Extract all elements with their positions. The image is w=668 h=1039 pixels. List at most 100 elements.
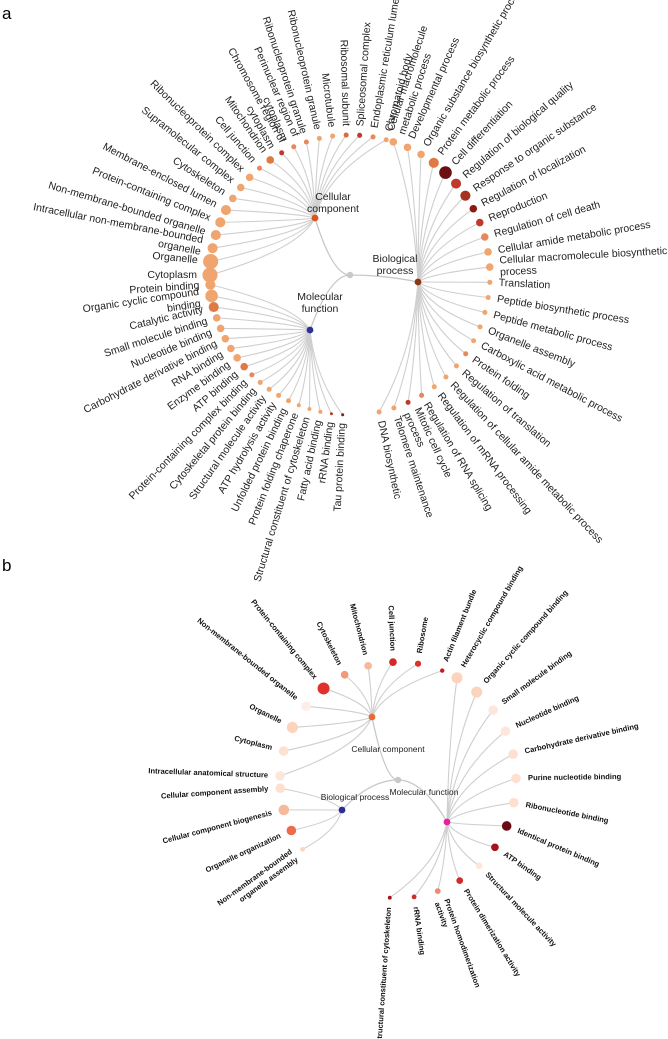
leaf-edge [269, 159, 316, 219]
leaf-node-atp-binding [491, 843, 499, 852]
leaf-node-peptide-metabolic-process [482, 309, 488, 315]
leaf-label-line: Translation [498, 277, 550, 292]
leaf-edge [417, 281, 481, 328]
leaf-node-mitotic-cell-cycle-process [405, 399, 411, 405]
leaf-node-carboxylic-acid-metabolic-process [471, 338, 477, 344]
leaf-edge [232, 197, 316, 219]
category-label-molecular-function: Molecular function [390, 787, 459, 797]
leaf-node-unfolded-protein-binding [285, 398, 292, 404]
leaf-node-structural-constituent-of-cytoskeleton [387, 895, 392, 900]
leaf-edge [417, 281, 489, 299]
category-label-line: Molecular [297, 291, 343, 303]
leaf-node-rrna-binding [411, 894, 417, 900]
leaf-edge [210, 284, 311, 331]
category-label-biological-process: Biological process [321, 792, 390, 802]
category-label-line: Cellular component [351, 744, 425, 754]
leaf-edge [446, 821, 480, 867]
leaf-node-developmental-process [403, 143, 412, 152]
leaf-edge [230, 329, 311, 350]
leaf-node-endoplasmic-reticulum-lumen [370, 134, 376, 140]
category-label-line: Biological process [321, 792, 390, 802]
leaf-edge [417, 266, 490, 283]
leaf-edge [406, 147, 419, 283]
hub-node-biological-process [338, 806, 346, 814]
leaf-label-intracellular-anatomical-structure: Intracellular anatomical structure [148, 766, 268, 779]
leaf-edge [446, 691, 478, 823]
leaf-node-organelle [203, 253, 219, 270]
leaf-edge [211, 295, 311, 331]
leaf-node-non-membrane-bounded-organelle-assembly [300, 846, 305, 852]
leaf-node-intracellular-non-membrane-bounded-organelle [207, 243, 218, 254]
category-label-line: Molecular function [390, 787, 459, 797]
leaf-label-cytoskeleton: Cytoskeleton [314, 620, 344, 667]
leaf-edge [225, 329, 311, 340]
panel-b-dendrogram: Intracellular anatomical structureCytopl… [148, 564, 640, 1039]
category-label-line: component [307, 203, 359, 215]
leaf-label-line: Ribonucleotide binding [525, 800, 610, 825]
leaf-label-ribosome: Ribosome [415, 616, 430, 654]
leaf-edge [279, 716, 373, 777]
leaf-node-protein-homodimerization-activity [434, 888, 441, 894]
leaf-label-ribosomal-subunit: Ribosomal subunit [338, 40, 352, 127]
leaf-edge [344, 674, 373, 718]
leaf-node-protein-metabolic-process [428, 157, 439, 168]
leaf-node-identical-protein-binding [501, 821, 512, 831]
leaf-edge [240, 186, 316, 219]
leaf-edge [417, 281, 457, 367]
category-label-cellular-component: Cellular component [351, 744, 425, 754]
leaf-label-carbohydrate-derivative-binding: Carbohydrate derivative binding [524, 721, 640, 755]
leaf-edge [417, 172, 446, 283]
leaf-node-ribosome [414, 660, 422, 667]
leaf-edge [213, 306, 311, 331]
leaf-label-line: Non-membrane-bounded organelle [195, 616, 299, 702]
leaf-edge [446, 821, 496, 848]
leaf-node-cell-junction [256, 165, 263, 171]
leaf-edge [323, 687, 373, 718]
leaf-node-regulation-of-cellular-amide-metabolic-process [443, 374, 449, 380]
leaf-node-mitochondrion [364, 662, 372, 670]
leaf-node-nucleotide-binding [500, 726, 511, 736]
leaf-node-carbohydrate-derivative-binding [508, 749, 518, 760]
leaf-label-line: process [500, 264, 537, 278]
leaf-node-regulation-of-cell-death [480, 233, 489, 241]
hub-node-cellular-component [311, 214, 319, 222]
leaf-node-organic-cyclic-compound-binding [205, 289, 218, 303]
leaf-edge [446, 709, 494, 823]
leaf-edge [249, 176, 316, 219]
leaf-edge [446, 753, 514, 823]
leaf-label-line: Carbohydrate derivative binding [524, 721, 640, 755]
leaf-edge [437, 821, 448, 892]
leaf-edge [212, 217, 316, 249]
leaf-node-atp-hydrolysis-activity [276, 392, 282, 398]
leaf-node-telomere-maintenance [391, 405, 397, 411]
leaf-label-line: Ribosome [415, 616, 430, 654]
leaf-edge [371, 670, 443, 718]
leaf-label-nucleotide-binding: Nucleotide binding [514, 693, 580, 730]
leaf-edge [251, 329, 311, 376]
leaf-edge [210, 217, 316, 263]
panel-b-letter: b [2, 556, 11, 575]
leaf-label-cellular-component-assembly: Cellular component assembly [161, 784, 270, 801]
leaf-node-rrna-binding [329, 412, 333, 416]
leaf-node-cell-junction [389, 658, 397, 666]
leaf-label-ribonucleotide-binding: Ribonucleotide binding [525, 800, 610, 825]
hub-node-biological-process [414, 278, 422, 286]
leaf-node-ribonucleoprotein-complex [245, 173, 254, 182]
leaf-node-regulation-of-translation [453, 363, 459, 369]
leaf-edge [237, 329, 311, 359]
leaf-node-structural-molecule-activity [475, 862, 483, 870]
leaf-label-line: ATP binding [502, 850, 544, 883]
leaf-label-tau-protein-binding: Tau protein binding [331, 423, 348, 512]
leaf-node-cellular-amide-metabolic-process [484, 248, 492, 256]
category-biological-process: Non-membrane-boundedorganelle assemblyOr… [161, 779, 399, 907]
leaf-edge [446, 802, 514, 823]
leaf-label-mitochondrion: Mitochondrion [348, 603, 370, 657]
leaf-edge [220, 217, 316, 223]
leaf-label-line: Cytoplasm [147, 269, 197, 281]
category-label-line: process [377, 265, 414, 277]
leaf-edge [417, 222, 481, 283]
